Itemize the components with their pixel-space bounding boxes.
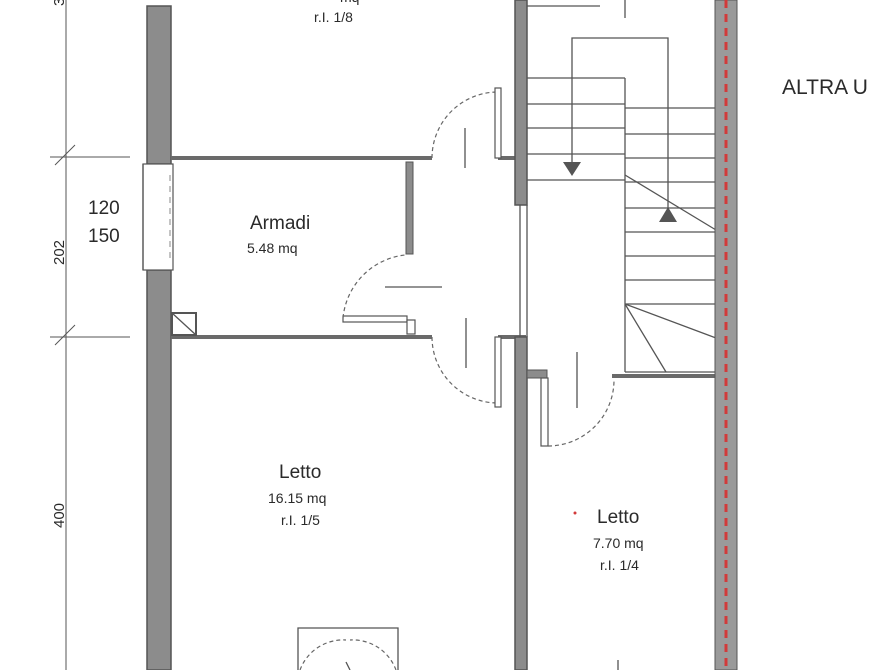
left-exterior-wall: [142, 5, 174, 670]
right-boundary-wall: [714, 0, 738, 670]
letto-main-ratio: r.I. 1/5: [281, 512, 320, 528]
letto-main-name: Letto: [279, 462, 321, 483]
arrow-up-icon: [659, 207, 677, 222]
dim-top: 3: [51, 0, 68, 6]
top-room-area: mq: [340, 0, 359, 5]
door-letto-main: [431, 318, 502, 408]
interior-walls: [171, 0, 716, 670]
dimension-line: [50, 0, 130, 670]
dim-400: 400: [51, 503, 68, 528]
door-letto-small: [547, 352, 615, 447]
staircase: [527, 0, 717, 373]
armadi-name: Armadi: [250, 213, 310, 234]
arrow-down-icon: [563, 162, 581, 176]
dim-150: 150: [88, 226, 120, 247]
dim-202: 202: [51, 240, 68, 265]
armadi-area: 5.48 mq: [247, 240, 298, 256]
neighbor-unit-label: ALTRA U: [782, 76, 868, 99]
letto-small-area: 7.70 mq: [593, 535, 644, 551]
door-armadi: [342, 254, 442, 319]
dim-120: 120: [88, 198, 120, 219]
letto-main-area: 16.15 mq: [268, 490, 326, 506]
door-top: [431, 87, 502, 168]
top-room-ratio: r.I. 1/8: [314, 9, 353, 25]
letto-small-ratio: r.I. 1/4: [600, 557, 639, 573]
bed-marker: [297, 627, 399, 670]
letto-small-name: Letto: [597, 507, 639, 528]
